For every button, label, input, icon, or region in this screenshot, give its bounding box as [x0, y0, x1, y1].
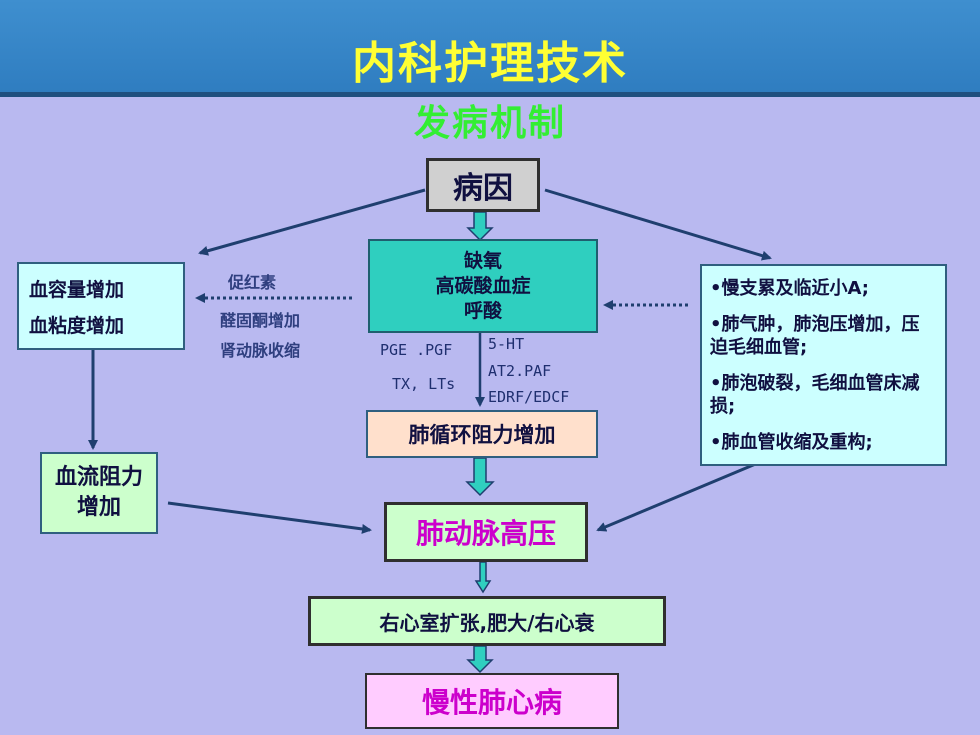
node-hypoxia-line-1: 缺氧: [463, 249, 502, 272]
node-hypoxia-line-3: 呼酸: [463, 299, 502, 322]
node-hypoxia-line-2: 高碳酸血症: [435, 274, 531, 297]
node-final-text: 慢性肺心病: [421, 686, 562, 719]
node-hypoxia: 缺氧 高碳酸血症 呼酸: [368, 239, 598, 333]
node-cause: 病因: [426, 158, 540, 212]
node-blood-line-1: 血容量增加: [29, 278, 125, 301]
header-divider: [0, 92, 980, 97]
label-tx-lts: TX, LTs: [392, 375, 456, 393]
label-pge-pgf: PGE .PGF: [380, 341, 453, 359]
label-5ht: 5-HT: [488, 335, 525, 353]
node-cause-text: 病因: [453, 171, 513, 206]
node-rv-text: 右心室扩张,肥大/右心衰: [379, 610, 595, 635]
node-blood-line-2: 血粘度增加: [29, 314, 125, 337]
arrow-lung-to-pah: [596, 456, 771, 532]
node-flow-text: 血流阻力增加: [54, 465, 143, 520]
label-at2-paf: AT2.PAF: [488, 362, 552, 380]
node-lung-causes: •慢支累及临近小A; •肺气肿，肺泡压增加，压迫毛细血管; •肺泡破裂，毛细血管…: [700, 264, 947, 466]
node-rv: 右心室扩张,肥大/右心衰: [308, 596, 666, 646]
arrow-cause-to-blood: [198, 188, 426, 256]
block-arrow-resistance-to-pah: [465, 457, 495, 497]
page-title: 内科护理技术: [352, 38, 628, 89]
node-pah-text: 肺动脉高压: [415, 517, 556, 550]
block-arrow-rv-to-final: [466, 645, 494, 674]
block-arrow-cause-to-hypoxia: [466, 211, 494, 242]
lung-cause-3: •肺泡破裂，毛细血管床减损;: [710, 372, 920, 417]
node-flow: 血流阻力增加: [40, 452, 158, 534]
label-edrf-edcf: EDRF/EDCF: [488, 388, 570, 406]
node-resistance-text: 肺循环阻力增加: [408, 423, 556, 447]
node-resistance: 肺循环阻力增加: [366, 410, 598, 458]
lung-cause-2: •肺气肿，肺泡压增加，压迫毛细血管;: [710, 313, 920, 358]
header-bar: [0, 0, 980, 92]
label-epo: 促红素: [228, 273, 277, 292]
arrow-flow-to-pah: [167, 501, 372, 534]
lung-cause-4: •肺血管收缩及重构;: [710, 431, 873, 453]
node-blood: 血容量增加 血粘度增加: [17, 262, 185, 350]
label-renal-artery: 肾动脉收缩: [220, 341, 301, 360]
label-aldosterone: 醛固酮增加: [220, 311, 301, 330]
arrow-cause-to-lung: [544, 188, 772, 261]
block-arrow-pah-to-rv: [474, 561, 492, 594]
node-pah: 肺动脉高压: [384, 502, 588, 562]
node-final: 慢性肺心病: [365, 673, 619, 729]
lung-cause-1: •慢支累及临近小A;: [710, 277, 869, 299]
section-subtitle: 发病机制: [413, 103, 566, 144]
